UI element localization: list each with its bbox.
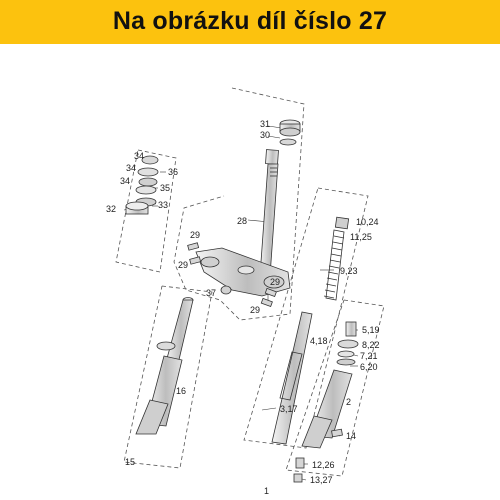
label-29-c: 29	[270, 277, 280, 287]
part-labels: 31 30 28 34 36 34 35 34 33 32 29 29 29 2…	[106, 119, 380, 496]
label-10-24: 10,24	[356, 217, 379, 227]
right-fork-leg	[293, 321, 359, 483]
label-14: 14	[346, 431, 356, 441]
label-2: 2	[346, 397, 351, 407]
right-inner-tube	[271, 216, 350, 445]
label-37: 37	[206, 288, 216, 298]
label-30: 30	[260, 130, 270, 140]
label-13-27: 13,27	[310, 475, 333, 485]
pinch-bolts	[187, 242, 277, 308]
outline-right-tube	[243, 187, 369, 449]
label-34-a: 34	[134, 151, 144, 161]
top-nut	[279, 119, 301, 146]
label-7-21: 7,21	[360, 351, 378, 361]
label-1: 1	[264, 486, 269, 496]
part-14-bolt	[331, 428, 343, 438]
label-5-19: 5,19	[362, 325, 380, 335]
label-16: 16	[176, 386, 186, 396]
cable-clip	[220, 285, 232, 295]
label-29-b: 29	[178, 260, 188, 270]
page-title: Na obrázku díl číslo 27	[112, 7, 388, 35]
label-35: 35	[160, 183, 170, 193]
label-36: 36	[168, 167, 178, 177]
label-33: 33	[158, 200, 168, 210]
label-29-d: 29	[250, 305, 260, 315]
header-banner: Na obrázku díl číslo 27	[0, 0, 500, 44]
label-31: 31	[260, 119, 270, 129]
label-12-26: 12,26	[312, 460, 335, 470]
label-34-c: 34	[120, 176, 130, 186]
label-9-23: 9,23	[340, 266, 358, 276]
outline-right-leg	[285, 299, 385, 477]
bearing-stack	[125, 155, 159, 215]
label-6-20: 6,20	[360, 362, 378, 372]
steering-stem	[259, 149, 279, 277]
outline-upper-bracket	[173, 87, 305, 321]
label-32: 32	[106, 204, 116, 214]
label-11-25: 11,25	[350, 232, 372, 242]
label-8-22: 8,22	[362, 340, 380, 350]
lower-bracket	[195, 247, 291, 297]
assembly-outlines	[115, 87, 385, 477]
label-34-b: 34	[126, 163, 136, 173]
label-4-18: 4,18	[310, 336, 328, 346]
outline-left-leg	[123, 285, 213, 469]
label-15: 15	[125, 457, 135, 467]
label-3-17: 3,17	[280, 404, 298, 414]
fork-spring	[323, 235, 345, 299]
left-fork-leg	[135, 297, 194, 435]
label-29-a: 29	[190, 230, 200, 240]
label-28: 28	[237, 216, 247, 226]
